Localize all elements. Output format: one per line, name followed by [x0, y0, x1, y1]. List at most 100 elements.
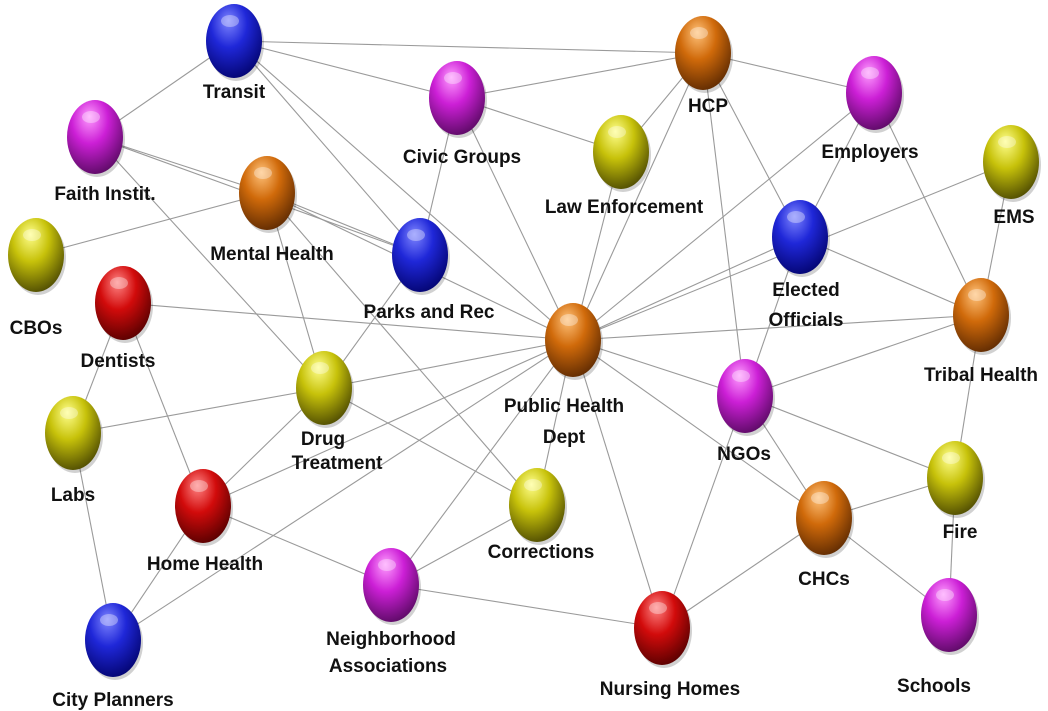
node-label-drug-line1: Drug — [301, 429, 345, 450]
edge-transit-phd — [233, 40, 574, 341]
node-highlight — [608, 126, 626, 138]
node-chcs — [796, 481, 854, 558]
edge-dentists-home — [122, 302, 204, 507]
edge-transit-parks — [233, 40, 421, 256]
node-ball-nursing — [634, 591, 690, 665]
node-highlight — [23, 229, 41, 241]
node-highlight — [82, 111, 100, 123]
node-highlight — [936, 589, 954, 601]
node-highlight — [811, 492, 829, 504]
node-ball-employers — [846, 56, 902, 130]
node-label-fire: Fire — [943, 522, 978, 543]
node-ball-drug — [296, 351, 352, 425]
node-label-law: Law Enforcement — [545, 197, 704, 218]
edge-phd-home — [202, 339, 574, 507]
node-transit — [206, 4, 264, 81]
node-label-elected-line2: Officials — [769, 310, 844, 331]
node-highlight — [60, 407, 78, 419]
node-mental — [239, 156, 297, 233]
edge-transit-hcp — [233, 40, 704, 54]
node-corrections — [509, 468, 567, 545]
node-ball-law — [593, 115, 649, 189]
node-highlight — [998, 136, 1016, 148]
node-ball-tribal — [953, 278, 1009, 352]
edge-phd-nursing — [572, 339, 663, 629]
edge-dentists-phd — [122, 302, 574, 341]
node-highlight — [254, 167, 272, 179]
node-label-phd-line1: Public Health — [504, 396, 624, 417]
edge-hcp-elected — [702, 52, 801, 238]
nodes-layer — [8, 4, 1041, 680]
node-law — [593, 115, 651, 192]
node-highlight — [560, 314, 578, 326]
node-ball-home — [175, 469, 231, 543]
edge-chcs-nursing — [661, 517, 825, 629]
node-label-tribal: Tribal Health — [924, 365, 1038, 386]
node-label-neighborhood-line1: Neighborhood — [326, 629, 456, 650]
node-label-hcp: HCP — [688, 96, 728, 117]
edge-tribal-phd — [572, 314, 982, 341]
node-label-elected-line1: Elected — [772, 280, 840, 301]
edge-cbos-mental — [35, 192, 268, 256]
node-highlight — [861, 67, 879, 79]
node-civic — [429, 61, 487, 138]
node-label-cbos: CBOs — [10, 318, 63, 339]
node-ball-civic — [429, 61, 485, 135]
node-highlight — [407, 229, 425, 241]
edge-employers-phd — [572, 92, 875, 341]
node-label-faith: Faith Instit. — [54, 184, 155, 205]
node-ball-schools — [921, 578, 977, 652]
node-planners — [85, 603, 143, 680]
node-elected — [772, 200, 830, 277]
node-ball-neighborhood — [363, 548, 419, 622]
node-ngos — [717, 359, 775, 436]
edge-ngos-nursing — [661, 395, 746, 629]
node-highlight — [524, 479, 542, 491]
node-ball-hcp — [675, 16, 731, 90]
node-ball-transit — [206, 4, 262, 78]
node-dentists — [95, 266, 153, 343]
edge-phd-ngos — [572, 339, 746, 397]
node-label-employers: Employers — [821, 142, 918, 163]
node-highlight — [942, 452, 960, 464]
edge-phd-planners — [112, 339, 574, 641]
node-faith — [67, 100, 125, 177]
node-highlight — [311, 362, 329, 374]
node-neighborhood — [363, 548, 421, 625]
node-label-phd-line2: Dept — [543, 427, 586, 448]
node-label-schools: Schools — [897, 676, 971, 697]
node-ball-ems — [983, 125, 1039, 199]
edge-elected-phd — [572, 236, 801, 341]
node-ball-phd — [545, 303, 601, 377]
edge-drug-phd — [323, 339, 574, 389]
node-label-planners: City Planners — [52, 690, 173, 711]
node-ball-mental — [239, 156, 295, 230]
node-ball-corrections — [509, 468, 565, 542]
edge-civic-hcp — [456, 52, 704, 99]
node-parks — [392, 218, 450, 295]
node-label-drug-line2: Treatment — [292, 453, 383, 474]
node-label-transit: Transit — [203, 82, 266, 103]
edge-hcp-employers — [702, 52, 875, 94]
node-ball-elected — [772, 200, 828, 274]
node-label-nursing: Nursing Homes — [600, 679, 740, 700]
edge-faith-drug — [94, 136, 325, 389]
edge-neighborhood-nursing — [390, 584, 663, 629]
edge-drug-labs — [72, 387, 325, 434]
edge-drug-corrections — [323, 387, 538, 506]
node-highlight — [787, 211, 805, 223]
edge-civic-phd — [456, 97, 574, 341]
node-highlight — [100, 614, 118, 626]
node-labs — [45, 396, 103, 473]
node-ball-ngos — [717, 359, 773, 433]
edge-ngos-fire — [744, 395, 956, 479]
node-label-chcs: CHCs — [798, 569, 850, 590]
edge-hcp-phd — [572, 52, 704, 341]
node-ball-faith — [67, 100, 123, 174]
node-highlight — [221, 15, 239, 27]
edge-civic-law — [456, 97, 622, 153]
node-ball-fire — [927, 441, 983, 515]
node-tribal — [953, 278, 1011, 355]
